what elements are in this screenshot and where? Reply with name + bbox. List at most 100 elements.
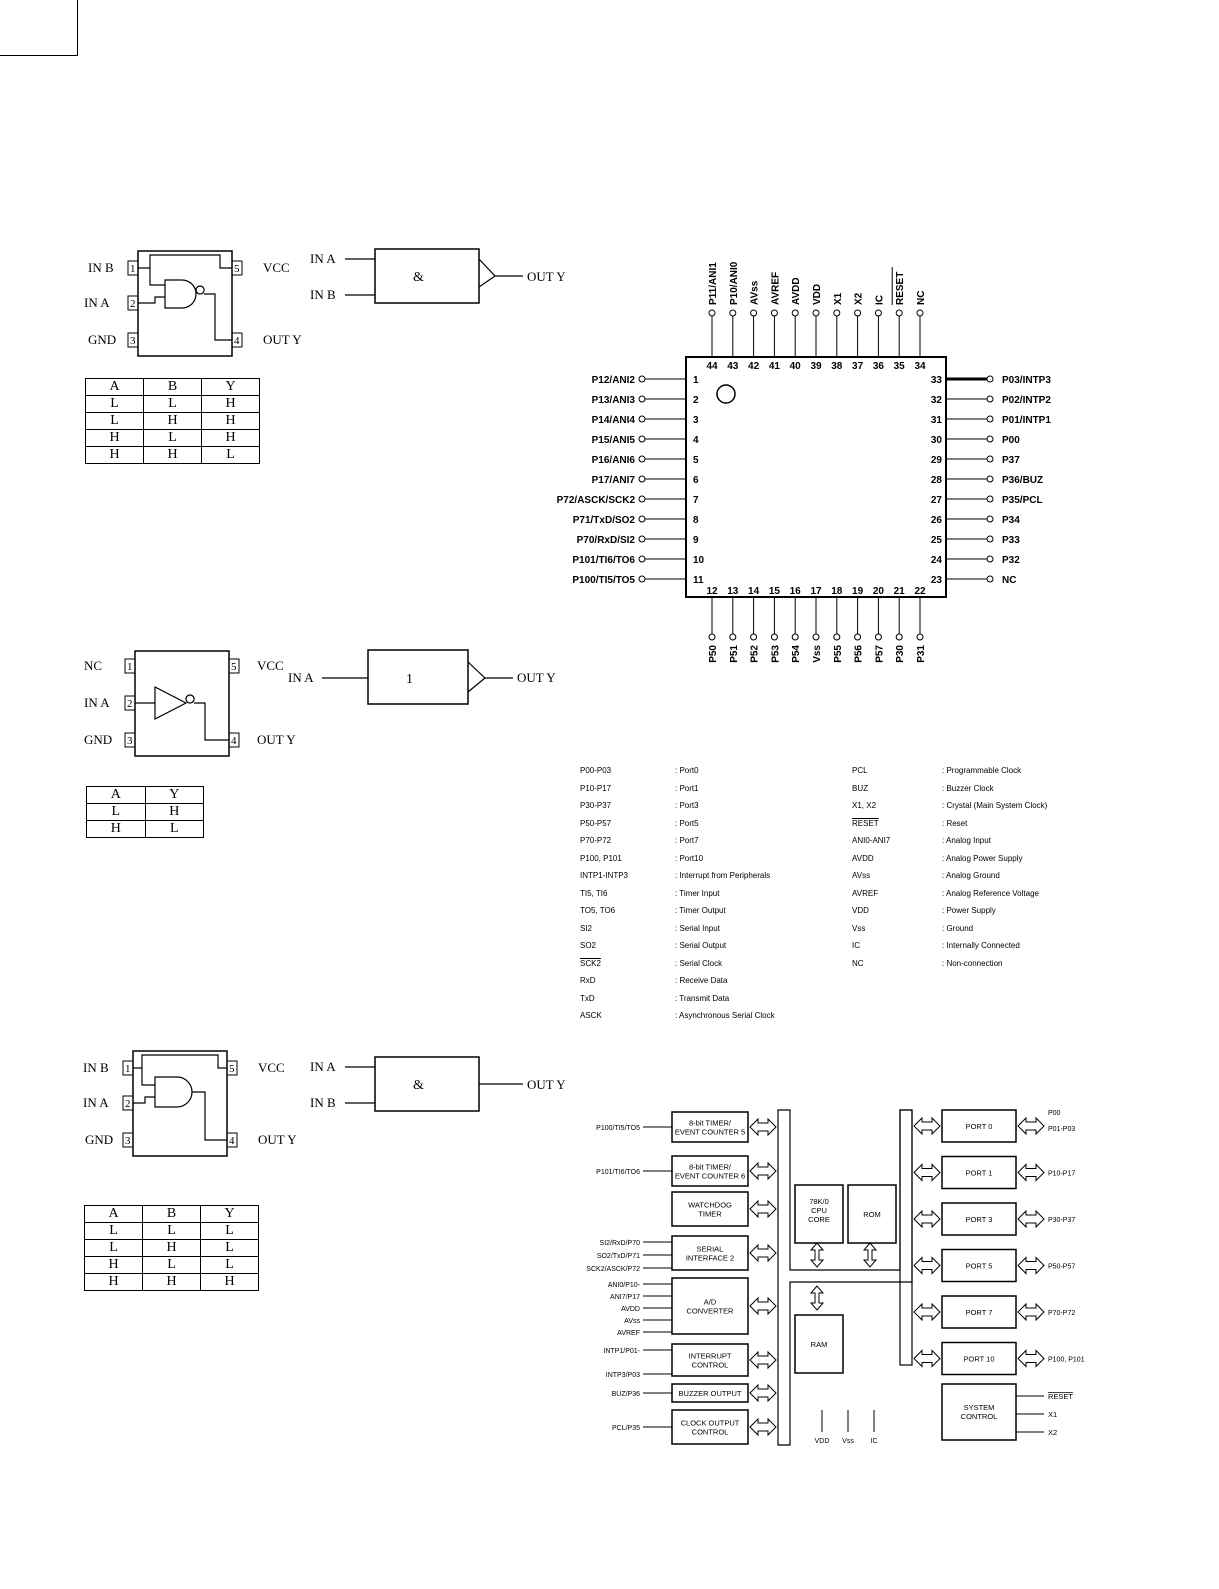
gate1-pin2-number: 2 <box>130 298 136 310</box>
ic-pin-label: P01/INTP1 <box>1002 415 1051 426</box>
ic-pin-number: 44 <box>706 361 718 372</box>
legend-pin: NC <box>852 958 864 968</box>
ic-pin-label: P31 <box>916 645 927 663</box>
port-signal: P100, P101 <box>1048 1357 1085 1364</box>
legend-description: : Power Supply <box>942 906 996 915</box>
bus-arrow-rom <box>862 1242 878 1268</box>
gate2-block: IN A 1 OUT Y <box>288 649 556 705</box>
ic-pin-number: 38 <box>831 361 843 372</box>
port-signal: P00 <box>1048 1110 1061 1117</box>
signal-label: AVss <box>624 1318 640 1325</box>
signal-label: P101/TI6/TO6 <box>596 1169 640 1176</box>
signal-label: SCK2/ASCK/P72 <box>586 1266 640 1273</box>
ic-pin-number: 15 <box>769 586 781 597</box>
cell: L <box>200 1256 259 1274</box>
legend-description: : Transmit Data <box>675 993 730 1003</box>
bus-arrow <box>913 1349 941 1368</box>
ic-pin-number: 34 <box>914 361 926 372</box>
peripheral-label: EVENT COUNTER 5 <box>675 1128 745 1137</box>
ram-block <box>794 1314 844 1374</box>
legend-pin: P100, P101 <box>580 853 622 863</box>
legend-pin: TO5, TO6 <box>580 906 616 915</box>
legend-pin: RESET <box>852 818 879 828</box>
bus-arrow <box>749 1383 777 1403</box>
cell: L <box>85 412 144 430</box>
ic-pin-number: 17 <box>810 586 822 597</box>
peripheral-block <box>671 1235 749 1271</box>
ic-pin-label: P34 <box>1002 515 1020 526</box>
system-signal-label: X1 <box>1048 1410 1057 1419</box>
port-signal: P30-P37 <box>1048 1217 1075 1224</box>
legend-pin: INTP1-INTP3 <box>580 871 629 880</box>
header-b: B <box>143 378 202 396</box>
cell: H <box>200 1273 259 1291</box>
legend-pin: P70-P72 <box>580 836 612 845</box>
gate3-pin4-number: 4 <box>229 1135 235 1147</box>
legend-description: : Reset <box>942 818 968 828</box>
ic-pin-terminal <box>874 309 882 317</box>
bus-arrow <box>913 1302 941 1322</box>
bus-arrow <box>913 1163 941 1182</box>
ic-pin-number: 30 <box>931 435 943 446</box>
ic-pin-label: P32 <box>1002 555 1020 566</box>
peripheral-block <box>671 1111 749 1143</box>
ic-pin-label: P50 <box>708 645 719 663</box>
ic-pin-terminal <box>638 555 646 563</box>
port-block <box>941 1248 1017 1283</box>
cell: L <box>142 1222 201 1240</box>
ic-pin-label: P51 <box>729 645 740 663</box>
peripheral-block <box>671 1409 749 1445</box>
ic-pin-number: 33 <box>931 375 943 386</box>
ic-pin-label: P35/PCL <box>1002 495 1043 506</box>
peripheral-label: EVENT COUNTER 6 <box>675 1172 745 1181</box>
block-diagram: 8-bit TIMER/EVENT COUNTER 5P100/TI5/TO58… <box>586 1109 1085 1446</box>
ic-pin-label: P15/ANI5 <box>592 435 636 446</box>
legend-pin: IC <box>852 941 860 950</box>
bus-arrow <box>749 1161 777 1181</box>
ic-pin-number: 25 <box>931 535 943 546</box>
corner-box <box>0 0 78 56</box>
legend-pin: SO2 <box>580 941 597 950</box>
ic-pin-terminal <box>812 633 820 641</box>
bus-arrow <box>913 1209 941 1229</box>
legend-pin: PCL <box>852 766 868 775</box>
system-control-label: CONTROL <box>961 1412 998 1421</box>
legend-pin: AVREF <box>852 888 879 898</box>
ram-label: RAM <box>811 1340 828 1349</box>
ic-pin-number: 8 <box>693 515 699 526</box>
ic-pin-number: 41 <box>769 361 781 372</box>
ic-pin-label: P52 <box>750 645 761 663</box>
legend-description: : Serial Input <box>675 923 720 933</box>
ic-pin-terminal <box>854 309 862 317</box>
gate3-block-in-b: IN B <box>310 1095 336 1110</box>
ic-pin-terminal <box>986 415 994 423</box>
ic-pin1-marker <box>716 384 736 404</box>
ic-pin-terminal <box>750 633 758 641</box>
cell: H <box>85 429 144 447</box>
cell: H <box>142 1273 201 1291</box>
legend-description: : Crystal (Main System Clock) <box>942 801 1048 810</box>
header-a: A <box>86 786 146 804</box>
header-y: Y <box>144 786 204 804</box>
ic-pin-terminal <box>986 375 994 383</box>
port-bus <box>899 1109 913 1366</box>
cell: L <box>144 820 204 838</box>
peripheral-label: CONTROL <box>692 1428 729 1437</box>
bus-arrow-ram <box>809 1285 825 1311</box>
ic-pin-label: P30 <box>895 645 906 663</box>
gate3-pin1-label: IN B <box>83 1060 109 1075</box>
legend-description: : Analog Power Supply <box>942 853 1023 863</box>
ic-pin-terminal <box>729 309 737 317</box>
bus-arrow <box>749 1243 777 1263</box>
ic-body <box>685 356 947 598</box>
port-signal: P70-P72 <box>1048 1310 1075 1317</box>
legend-description: : Port3 <box>675 801 699 810</box>
system-control-label: SYSTEM <box>964 1403 995 1412</box>
legend-pin: P10-P17 <box>580 783 612 793</box>
ic-pin-number: 5 <box>693 455 699 466</box>
legend-description: : Port0 <box>675 766 699 775</box>
